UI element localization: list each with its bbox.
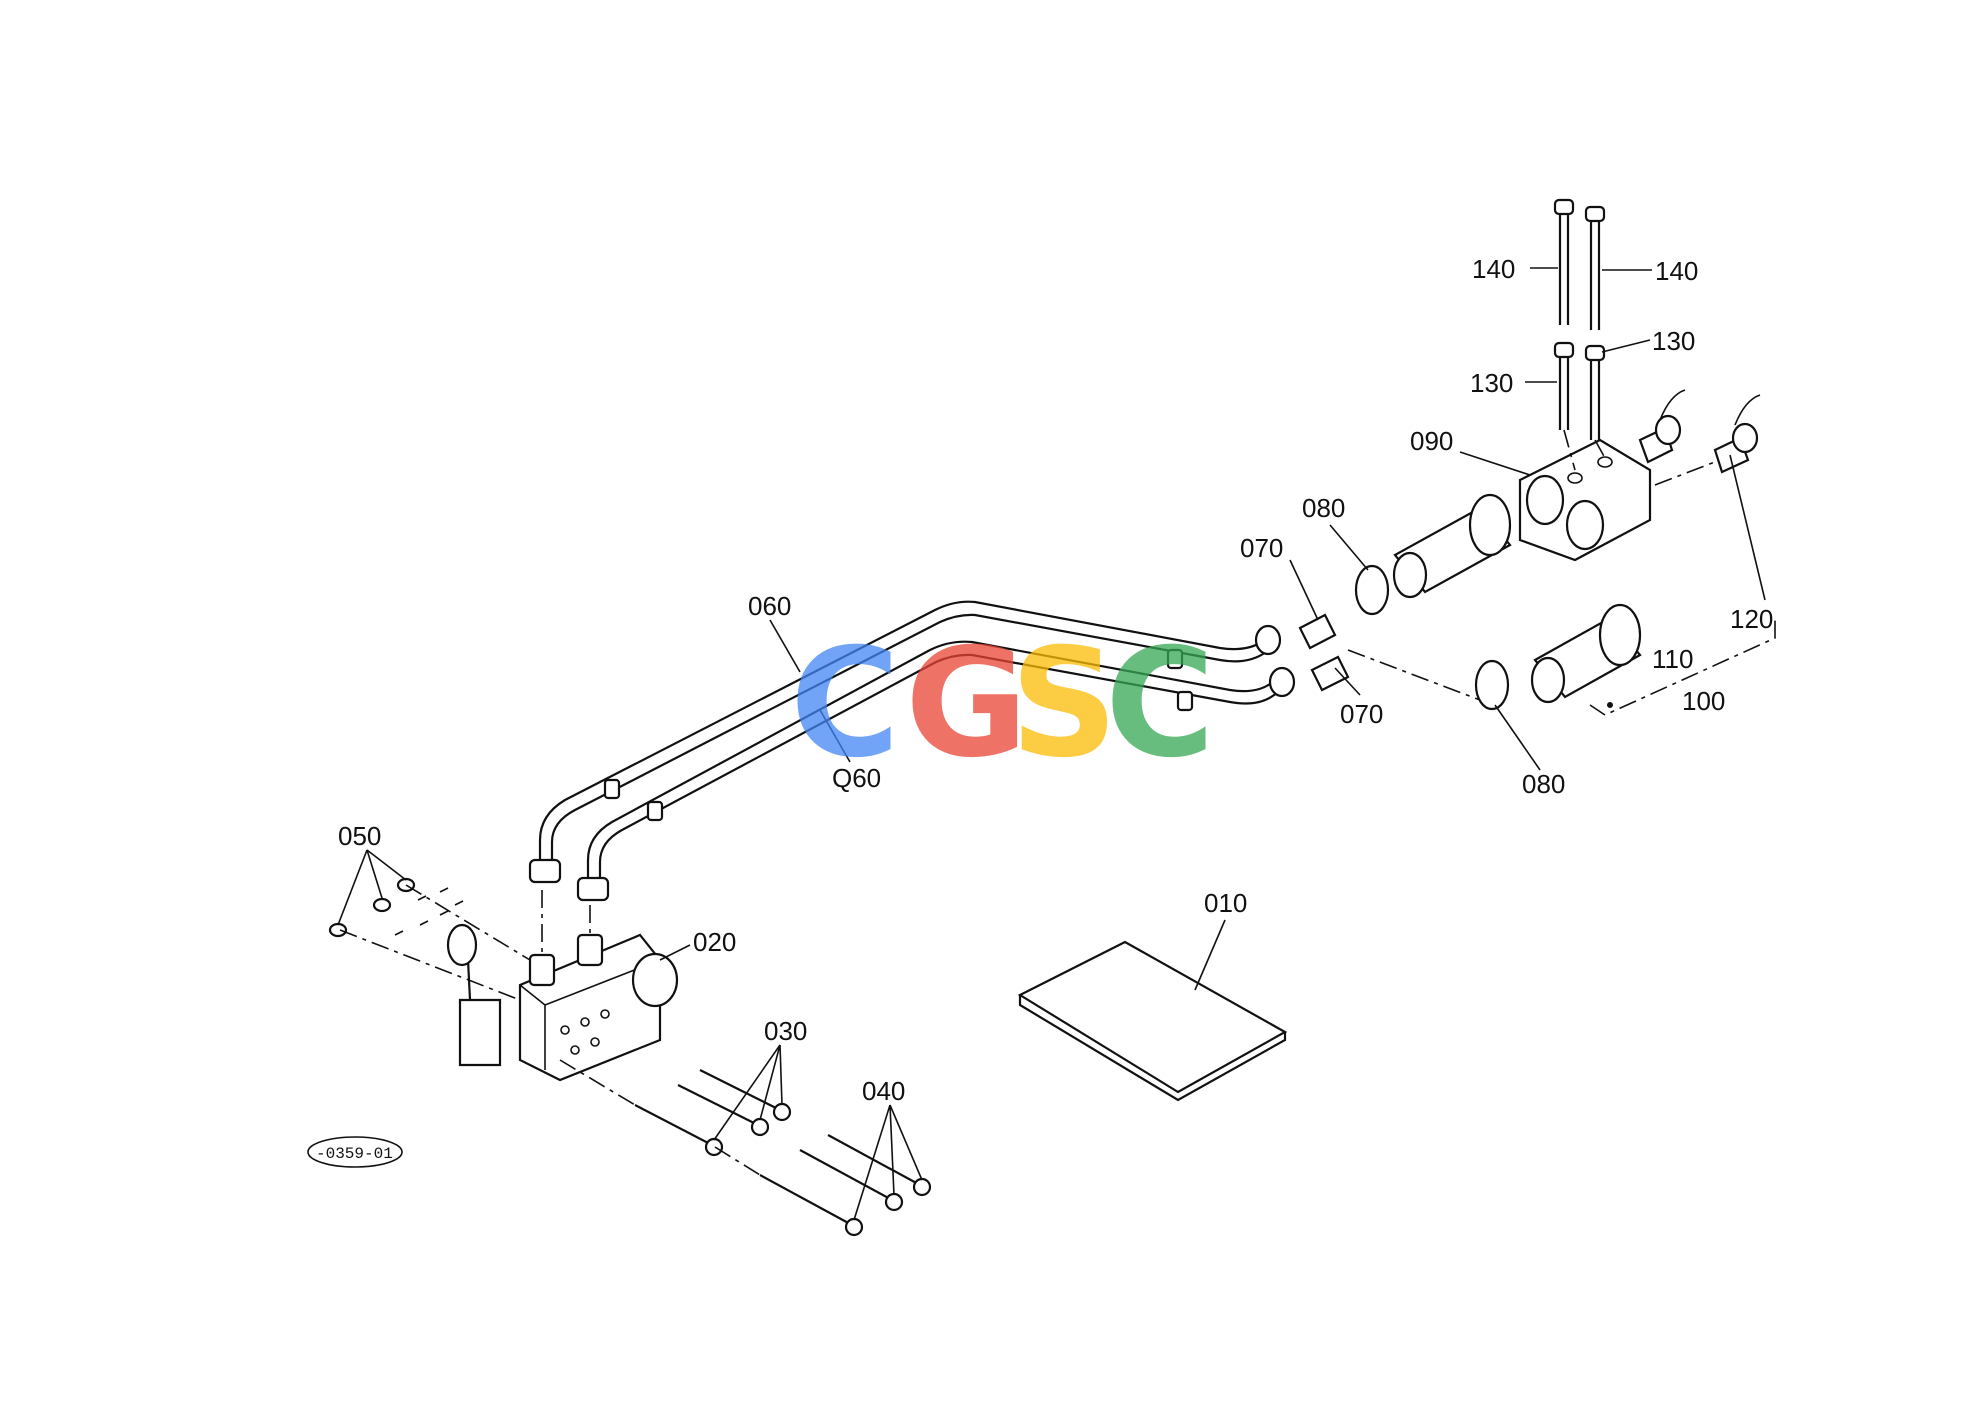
snap-rings-080 xyxy=(1347,564,1510,711)
control-valve-020 xyxy=(446,890,679,1082)
adapters-070 xyxy=(1298,613,1350,692)
watermark-letter-s: S xyxy=(1010,617,1118,791)
callout-140-left: 140 xyxy=(1472,254,1515,284)
callout-q60: Q60 xyxy=(832,763,881,793)
leader-lines xyxy=(337,267,1766,1221)
callout-090: 090 xyxy=(1410,426,1453,456)
hydraulic-pipe-060 xyxy=(538,600,1279,865)
callout-130-right: 130 xyxy=(1652,326,1695,356)
callout-020: 020 xyxy=(693,927,736,957)
callout-100: 100 xyxy=(1682,686,1725,716)
callout-030: 030 xyxy=(764,1016,807,1046)
dust-caps-120 xyxy=(1638,389,1761,474)
callout-040: 040 xyxy=(862,1076,905,1106)
hydraulic-pipe-q60 xyxy=(586,640,1287,885)
callout-050: 050 xyxy=(338,821,381,851)
callout-130-left: 130 xyxy=(1470,368,1513,398)
bolts-030 xyxy=(559,1059,792,1157)
callout-010: 010 xyxy=(1204,888,1247,918)
watermark-letter-g: G xyxy=(905,617,1028,791)
bolts-130 xyxy=(1553,341,1606,471)
callout-labels: 010 020 030 040 050 060 Q60 070 070 080 … xyxy=(338,254,1773,1106)
quick-couplers-110 xyxy=(1392,493,1642,704)
callout-080-upper: 080 xyxy=(1302,493,1345,523)
callout-110: 110 xyxy=(1652,644,1693,674)
callout-080-lower: 080 xyxy=(1522,769,1565,799)
callout-120: 120 xyxy=(1730,604,1773,634)
callout-070-lower: 070 xyxy=(1340,699,1383,729)
coupler-bracket-090 xyxy=(1518,438,1721,562)
assembly-bracket-100 xyxy=(1589,615,1776,716)
callout-140-right: 140 xyxy=(1655,256,1698,286)
callout-070-upper: 070 xyxy=(1240,533,1283,563)
pipe-nuts xyxy=(528,624,1296,902)
bolts-040 xyxy=(714,1134,932,1237)
watermark-letter-c1: C xyxy=(790,617,900,791)
operator-manual-010 xyxy=(1017,940,1288,1102)
bolts-140 xyxy=(1553,198,1606,330)
callout-060: 060 xyxy=(748,591,791,621)
seal-rings-050 xyxy=(328,877,531,1001)
drawing-code-stamp: -0359-01 xyxy=(307,1136,403,1168)
watermark-letter-c2: C xyxy=(1105,617,1215,791)
cgsc-watermark: C G S C xyxy=(790,617,1215,791)
drawing-code-text: -0359-01 xyxy=(316,1145,393,1163)
